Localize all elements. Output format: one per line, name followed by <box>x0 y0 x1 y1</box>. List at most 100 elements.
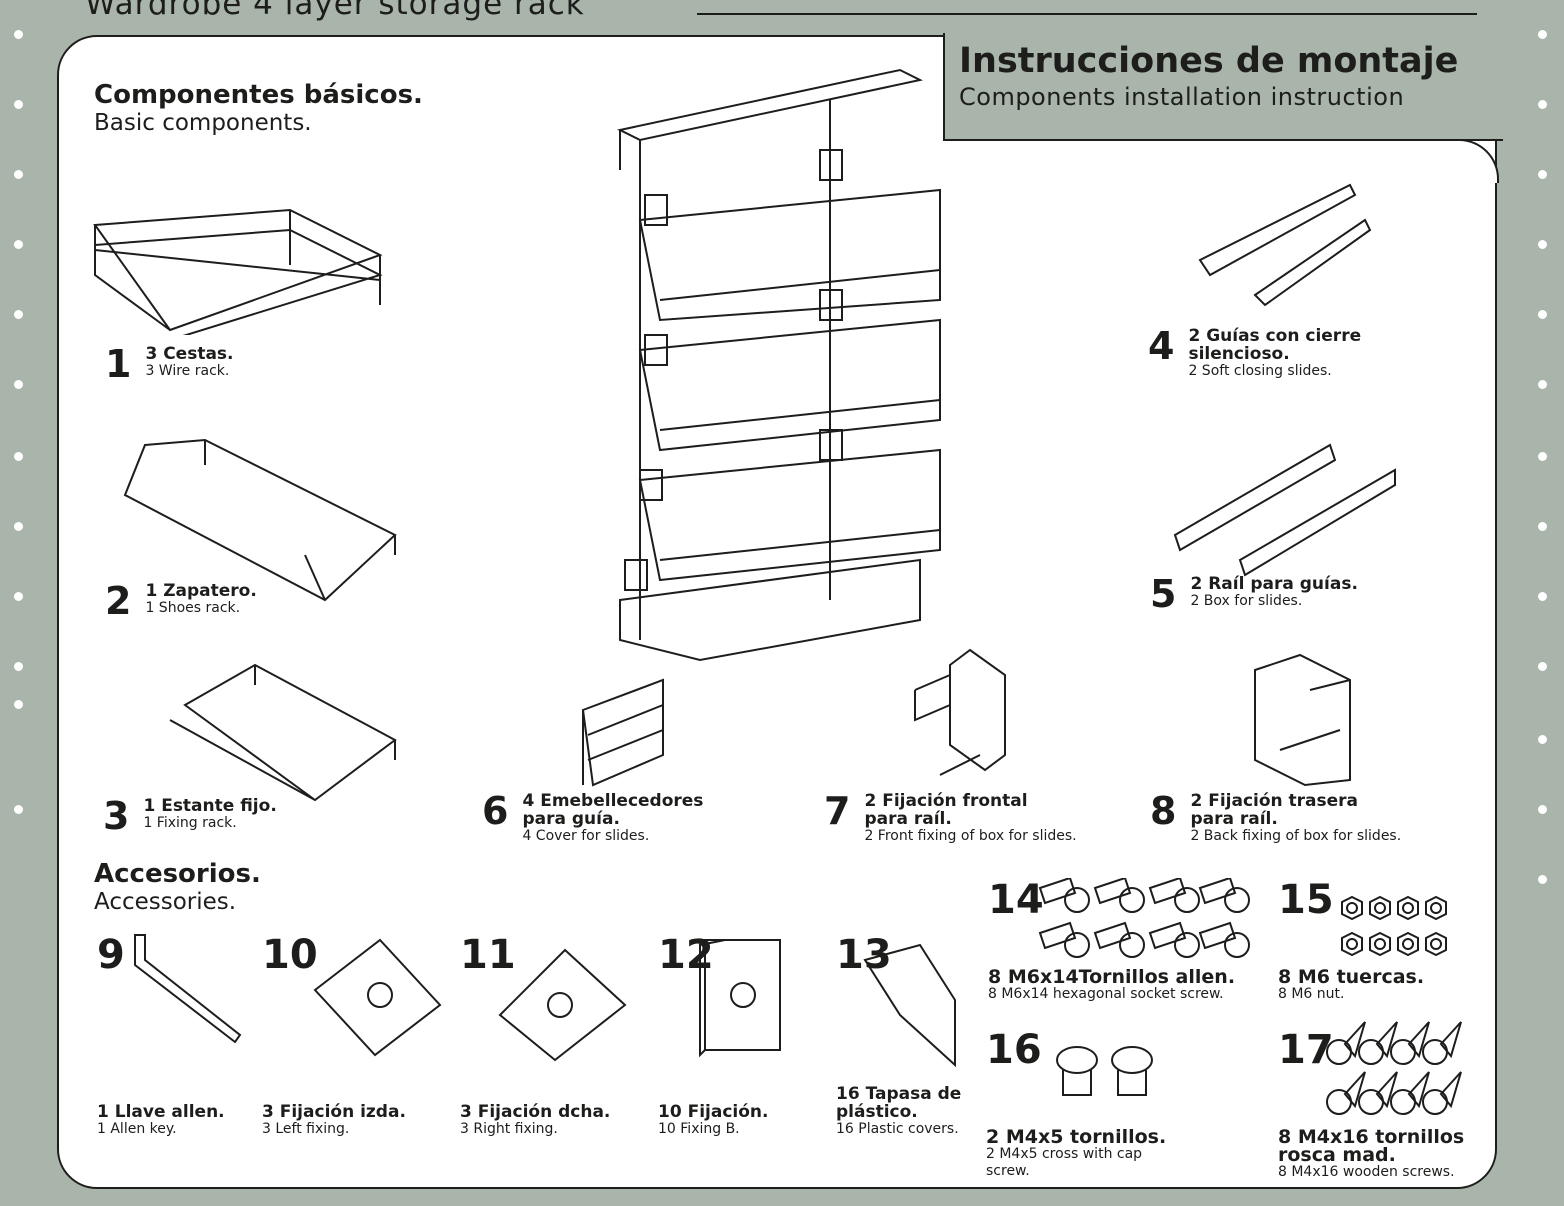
item-label: 1 Llave allen.1 Allen key. <box>97 1103 225 1138</box>
binder-hole <box>1538 310 1547 319</box>
item-title: 2 Raíl para guías. <box>1190 574 1358 594</box>
soft-close-slides-icon <box>1195 180 1375 314</box>
section-title: Accesorios. <box>94 859 261 889</box>
item-label: 2 Fijación frontal para raíl.2 Front fix… <box>864 792 1076 845</box>
item-number: 8 <box>1150 789 1177 833</box>
right-fixing-icon <box>495 945 630 1069</box>
binder-hole <box>1538 380 1547 389</box>
component-17: 17 <box>1278 1030 1348 1070</box>
item-subtitle: 1 Shoes rack. <box>145 600 241 616</box>
item-title: 3 Cestas. <box>145 344 234 364</box>
item-title: 2 Fijación trasera para raíl. <box>1190 791 1359 829</box>
item-number: 3 <box>103 794 130 838</box>
binder-hole <box>14 240 23 249</box>
binder-hole <box>14 100 23 109</box>
item-label: 16 Tapasa de plástico.16 Plastic covers. <box>836 1085 986 1138</box>
tab-subtitle: Components installation instruction <box>959 83 1405 111</box>
item-title: 3 Fijación dcha. <box>460 1102 611 1122</box>
item-title: 4 Emebellecedores para guía. <box>522 791 704 829</box>
component-15: 15 <box>1278 880 1348 920</box>
binder-hole <box>1538 875 1547 884</box>
component-9: 9 <box>97 935 139 975</box>
binder-hole <box>1538 735 1547 744</box>
item-label: 2 Raíl para guías.2 Box for slides. <box>1190 575 1357 610</box>
component-5: 5 2 Raíl para guías.2 Box for slides. <box>1150 575 1358 613</box>
item-title: 2 Guías con cierre silencioso. <box>1188 326 1362 364</box>
binder-hole <box>14 380 23 389</box>
item-number: 5 <box>1150 572 1177 616</box>
binder-hole <box>1538 452 1547 461</box>
item-number: 13 <box>836 932 892 978</box>
binder-hole <box>14 592 23 601</box>
binder-hole <box>1538 30 1547 39</box>
item-subtitle: 8 M6 nut. <box>1278 986 1345 1002</box>
component-16: 16 <box>986 1030 1056 1070</box>
binder-hole <box>14 805 23 814</box>
binder-hole <box>14 452 23 461</box>
item-subtitle: 2 Soft closing slides. <box>1188 363 1332 379</box>
component-8: 8 2 Fijación trasera para raíl.2 Back fix… <box>1150 792 1401 845</box>
item-label: 8 M6x14Tornillos allen.8 M6x14 hexagonal… <box>988 968 1235 1003</box>
wire-basket-icon <box>90 205 390 341</box>
section-subtitle: Basic components. <box>94 110 312 136</box>
allen-key-icon <box>130 930 245 1049</box>
tab-title: Instrucciones de montaje <box>959 41 1459 81</box>
item-number: 7 <box>824 789 851 833</box>
assembled-rack-illustration <box>600 40 950 674</box>
basic-section-heading: Componentes básicos. Basic components. <box>94 80 423 136</box>
item-subtitle: 2 Front fixing of box for slides. <box>864 828 1077 844</box>
item-label: 10 Fijación.10 Fixing B. <box>658 1103 768 1138</box>
item-subtitle: 3 Right fixing. <box>460 1121 558 1137</box>
component-13: 13 <box>836 935 906 975</box>
section-title: Componentes básicos. <box>94 80 423 110</box>
left-fixing-icon <box>310 935 445 1064</box>
item-subtitle: 3 Left fixing. <box>262 1121 350 1137</box>
item-number: 2 <box>105 579 132 623</box>
component-7: 7 2 Fijación frontal para raíl.2 Front fi… <box>824 792 1077 845</box>
binder-hole <box>1538 240 1547 249</box>
item-subtitle: 8 M4x16 wooden screws. <box>1278 1164 1455 1180</box>
item-label: 1 Estante fijo.1 Fixing rack. <box>143 797 276 832</box>
binder-hole <box>1538 522 1547 531</box>
item-number: 9 <box>97 932 125 978</box>
header-tab: Instrucciones de montaje Components inst… <box>943 33 1503 141</box>
binder-hole <box>14 310 23 319</box>
binder-hole <box>14 700 23 709</box>
component-10: 10 <box>262 935 332 975</box>
shoe-rack-icon <box>95 435 405 609</box>
allen-screws-icon <box>1035 876 1255 972</box>
section-subtitle: Accessories. <box>94 889 237 915</box>
fixing-rack-icon <box>165 660 405 814</box>
item-title: 10 Fijación. <box>658 1102 769 1122</box>
item-subtitle: 2 M4x5 cross with cap screw. <box>986 1146 1143 1179</box>
cap-screws-icon <box>1055 1045 1165 1109</box>
item-subtitle: 2 Back fixing of box for slides. <box>1190 828 1402 844</box>
binder-hole <box>1538 100 1547 109</box>
item-title: 2 Fijación frontal para raíl. <box>864 791 1028 829</box>
component-4: 4 2 Guías con cierre silencioso.2 Soft cl… <box>1148 327 1388 380</box>
front-fixing-icon <box>910 645 1010 784</box>
item-label: 8 M4x16 tornillos rosca mad.8 M4x16 wood… <box>1278 1128 1493 1181</box>
binder-hole <box>1538 170 1547 179</box>
item-subtitle: 2 Box for slides. <box>1190 593 1303 609</box>
binder-hole <box>14 662 23 671</box>
item-title: 8 M6 tuercas. <box>1278 966 1425 988</box>
component-14: 14 <box>988 880 1058 920</box>
binder-hole <box>14 170 23 179</box>
item-title: 3 Fijación izda. <box>262 1102 406 1122</box>
slide-rails-icon <box>1170 440 1400 584</box>
item-title: 1 Estante fijo. <box>143 796 277 816</box>
item-number: 6 <box>482 789 509 833</box>
binder-hole <box>1538 592 1547 601</box>
item-title: 8 M4x16 tornillos rosca mad. <box>1278 1126 1465 1166</box>
title-divider <box>697 13 1477 15</box>
item-number: 11 <box>460 932 516 978</box>
item-subtitle: 10 Fixing B. <box>658 1121 740 1137</box>
item-number: 4 <box>1148 324 1175 368</box>
item-number: 14 <box>988 877 1044 923</box>
item-label: 2 Fijación trasera para raíl.2 Back fixi… <box>1190 792 1401 845</box>
item-number: 10 <box>262 932 318 978</box>
document-title: Wardrobe 4 layer storage rack <box>85 0 585 22</box>
item-subtitle: 4 Cover for slides. <box>522 828 650 844</box>
